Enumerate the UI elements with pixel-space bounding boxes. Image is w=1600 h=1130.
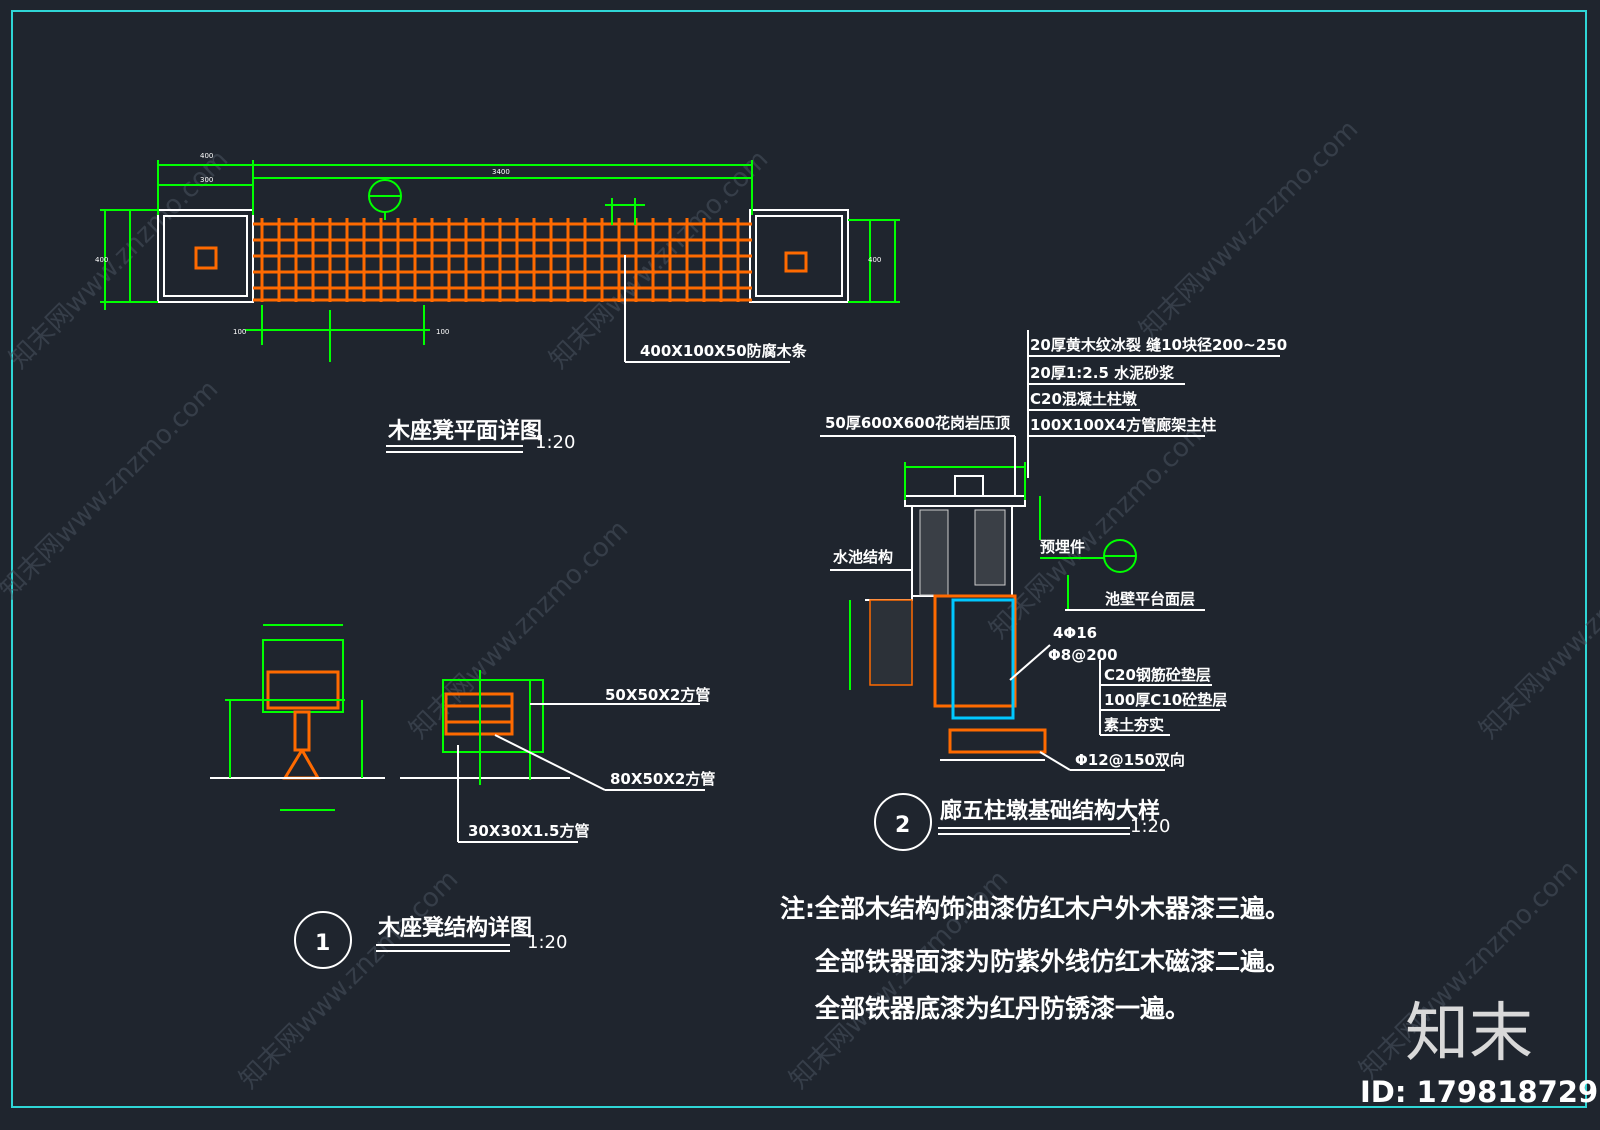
brand-logo: 知末 [1405, 997, 1533, 1071]
watermark-text: 知末网www.znzmo.com [234, 864, 465, 1095]
plan-scale: 1:20 [535, 432, 575, 453]
plan-title: 木座凳平面详图 [387, 418, 542, 444]
plan-callout-label: 400X100X50防腐木条 [640, 342, 808, 360]
svg-text:3400: 3400 [492, 168, 510, 176]
image-id: ID: 179818729 [1360, 1075, 1598, 1109]
steel-column [951, 598, 1015, 720]
detail2-rebar2: Φ8@200 [1048, 646, 1118, 664]
right-pedestal [749, 209, 849, 303]
svg-text:100: 100 [436, 328, 449, 336]
drawing-border [11, 10, 1587, 1108]
bench-plan-view: 400 300 3400 400 400 100 100 400X100X50防… [95, 152, 900, 453]
detail-number-circle [874, 793, 932, 851]
note-line-3: 全部铁器底漆为红丹防锈漆一遍。 [814, 994, 1190, 1023]
watermark-text: 知末网www.znzmo.com [1134, 114, 1365, 345]
detail2-level-label: 池壁平台面层 [1105, 590, 1195, 608]
steel-post [293, 710, 311, 752]
watermark-text: 知末网www.znzmo.com [0, 374, 224, 605]
detail2-rebar1: 4Φ16 [1053, 624, 1097, 642]
svg-text:400: 400 [95, 256, 108, 264]
svg-text:100: 100 [233, 328, 246, 336]
detail1-number: 1 [315, 931, 330, 956]
detail2-number: 2 [895, 813, 910, 838]
detail1-scale: 1:20 [527, 932, 567, 953]
watermark-layer: 知末网www.znzmo.com 知末网www.znzmo.com 知末网www… [0, 114, 1600, 1095]
detail2-scale: 1:20 [1130, 816, 1170, 837]
detail2-rebar3: Φ12@150双向 [1075, 751, 1185, 769]
column-foundation-detail: 水池结构 20厚黄木纹冰裂 缝10块径200~250 20厚1:2.5 水泥砂浆… [820, 330, 1287, 851]
detail2-title: 廊五柱墩基础结构大样 [940, 798, 1160, 824]
detail2-layer1: 20厚黄木纹冰裂 缝10块径200~250 [1030, 336, 1287, 354]
detail2-left-label: 水池结构 [833, 548, 893, 566]
detail2-layer3: C20混凝土柱墩 [1030, 390, 1138, 408]
watermark-text: 知末网www.znzmo.com [404, 514, 635, 745]
watermark-text: 知末网www.znzmo.com [1474, 514, 1600, 745]
detail2-base2: 100厚C10砼垫层 [1104, 691, 1227, 709]
detail2-layer2: 20厚1:2.5 水泥砂浆 [1030, 364, 1175, 382]
general-notes: 注:全部木结构饰油漆仿红木户外木器漆三遍。 全部铁器面漆为防紫外线仿红木磁漆二遍… [780, 894, 1290, 1023]
bench-structure-detail: 50X50X2方管 80X50X2方管 30X30X1.5方管 1 木座凳结构详… [210, 624, 715, 969]
timber-slat-verticals [260, 218, 740, 302]
svg-text:400: 400 [200, 152, 213, 160]
detail-number-circle [294, 911, 352, 969]
svg-text:400: 400 [868, 256, 881, 264]
detail1-label-c: 30X30X1.5方管 [468, 822, 589, 840]
svg-text:300: 300 [200, 176, 213, 184]
note-line-2: 全部铁器面漆为防紫外线仿红木磁漆二遍。 [814, 947, 1290, 976]
detail2-cap-label: 50厚600X600花岗岩压顶 [825, 414, 1010, 432]
detail2-base1: C20钢筋砼垫层 [1104, 666, 1211, 684]
note-line-1: 注:全部木结构饰油漆仿红木户外木器漆三遍。 [780, 894, 1290, 923]
detail1-label-a: 50X50X2方管 [605, 686, 710, 704]
detail1-label-b: 80X50X2方管 [610, 770, 715, 788]
detail2-embed-label: 预埋件 [1040, 538, 1085, 556]
detail2-layer4: 100X100X4方管廊架主柱 [1030, 416, 1216, 434]
detail2-base3: 素土夯实 [1104, 716, 1164, 734]
detail1-title: 木座凳结构详图 [377, 915, 532, 941]
